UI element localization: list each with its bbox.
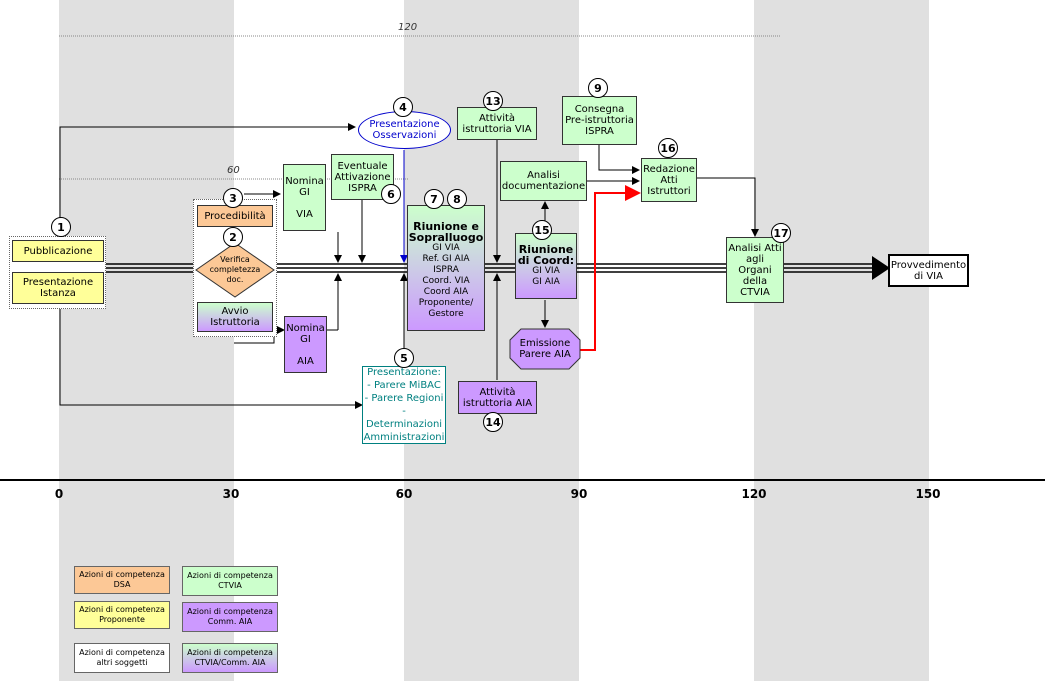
legend-altri-soggetti: Azioni di competenza altri soggetti xyxy=(74,643,170,673)
step-number: 13 xyxy=(483,91,503,111)
nomina-gi-aia-box: Nomina GI AIA xyxy=(284,316,327,373)
riunione-sopralluogo-box: Riunione e Sopralluogo GI VIA Ref. GI AI… xyxy=(407,205,485,331)
axis-tick-label: 120 xyxy=(741,487,767,501)
verifica-diamond xyxy=(195,242,275,298)
period-label-60: 60 xyxy=(227,165,240,176)
consegna-box: Consegna Pre-istruttoria ISPRA xyxy=(562,96,637,145)
step-number: 17 xyxy=(771,223,791,243)
procedibilita-box: Procedibilità xyxy=(197,205,273,227)
emissione-octagon xyxy=(509,328,581,370)
presentazione-istanza-box: Presentazione Istanza xyxy=(12,272,104,304)
attivita-istruttoria-aia-box: Attività istruttoria AIA xyxy=(458,381,537,414)
period-label-120: 120 xyxy=(398,22,418,33)
riunione-title: Riunione e Sopralluogo xyxy=(408,220,484,244)
step-number: 8 xyxy=(447,189,467,209)
step-number: 2 xyxy=(223,227,243,247)
axis-tick-label: 30 xyxy=(222,487,240,501)
emissione-label: Emissione Parere AIA xyxy=(519,338,571,360)
axis-tick-label: 150 xyxy=(915,487,941,501)
axis-tick-label: 0 xyxy=(54,487,64,501)
analisi-documentazione-box: Analisi documentazione xyxy=(500,161,587,201)
pubblicazione-box: Pubblicazione xyxy=(12,240,104,262)
provvedimento-via-box: Provvedimento di VIA xyxy=(888,254,969,287)
legend-ctvia-comm-aia: Azioni di competenza CTVIA/Comm. AIA xyxy=(182,643,278,673)
step-number: 6 xyxy=(381,184,401,204)
riunione-body: GI VIA Ref. GI AIA ISPRA Coord. VIA Coor… xyxy=(418,243,474,319)
coord-body: GI VIA GI AIA xyxy=(532,266,560,287)
presentazione-pareri-box: Presentazione: - Parere MiBAC - Parere R… xyxy=(362,366,446,444)
attivita-istruttoria-via-box: Attività istruttoria VIA xyxy=(457,107,537,140)
step-number: 5 xyxy=(394,348,414,368)
step-number: 7 xyxy=(424,189,444,209)
step-number: 3 xyxy=(223,188,243,208)
legend-proponente: Azioni di competenza Proponente xyxy=(74,601,170,629)
legend-dsa: Azioni di competenza DSA xyxy=(74,566,170,594)
riunione-coord-box: Riunione di Coord: GI VIA GI AIA xyxy=(515,233,577,299)
step-number: 14 xyxy=(483,412,503,432)
step-number: 4 xyxy=(393,97,413,117)
presentazione-osservazioni-ellipse: Presentazione Osservazioni xyxy=(358,111,451,149)
legend-comm-aia: Azioni di competenza Comm. AIA xyxy=(182,602,278,632)
redazione-atti-box: Redazione Atti Istruttori xyxy=(641,158,697,202)
legend-ctvia: Azioni di competenza CTVIA xyxy=(182,566,278,596)
avvio-istruttoria-box: Avvio Istruttoria xyxy=(197,302,273,332)
step-number: 1 xyxy=(51,217,71,237)
analisi-atti-box: Analisi Atti agli Organi della CTVIA xyxy=(726,237,784,303)
step-number: 15 xyxy=(532,220,552,240)
axis-tick-label: 60 xyxy=(395,487,413,501)
verifica-label: Verifica completezza doc. xyxy=(209,255,261,284)
step-number: 9 xyxy=(588,78,608,98)
step-number: 16 xyxy=(658,138,678,158)
timeline-band xyxy=(754,0,929,681)
coord-title: Riunione di Coord: xyxy=(517,243,575,267)
nomina-gi-via-box: Nomina GI VIA xyxy=(283,164,326,231)
axis-tick-label: 90 xyxy=(570,487,588,501)
